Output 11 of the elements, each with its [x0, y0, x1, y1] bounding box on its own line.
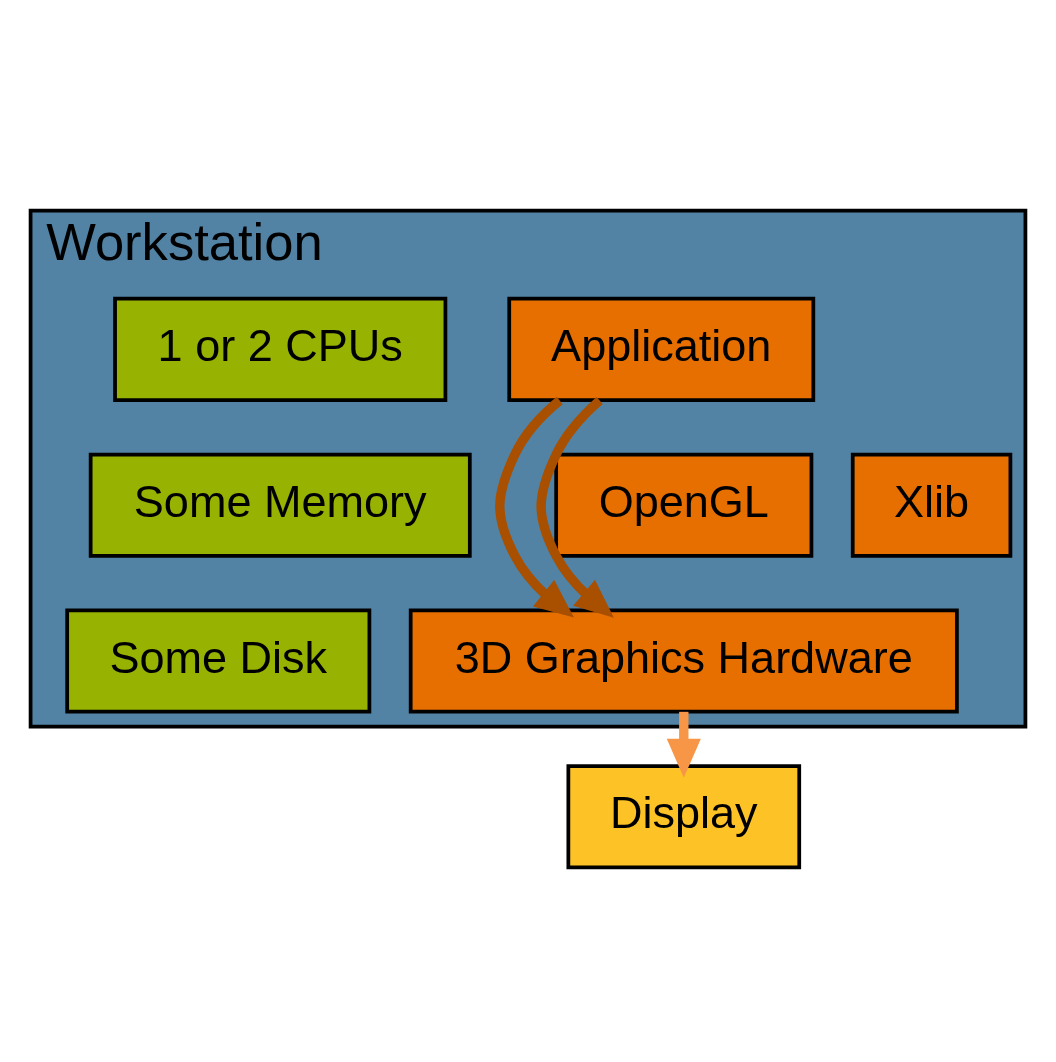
node-box: Xlib	[850, 452, 1013, 558]
node-box: Some Disk	[65, 607, 372, 714]
node-box: 3D Graphics Hardware	[408, 607, 959, 714]
node-box: Application	[507, 296, 816, 402]
node-box: OpenGL	[554, 452, 814, 558]
node-box: Some Memory	[88, 452, 472, 558]
arrow	[495, 396, 574, 618]
node-box: 1 or 2 CPUs	[113, 296, 448, 402]
node-box: Display	[566, 763, 802, 869]
arrow	[666, 711, 701, 778]
arrow	[536, 396, 614, 618]
